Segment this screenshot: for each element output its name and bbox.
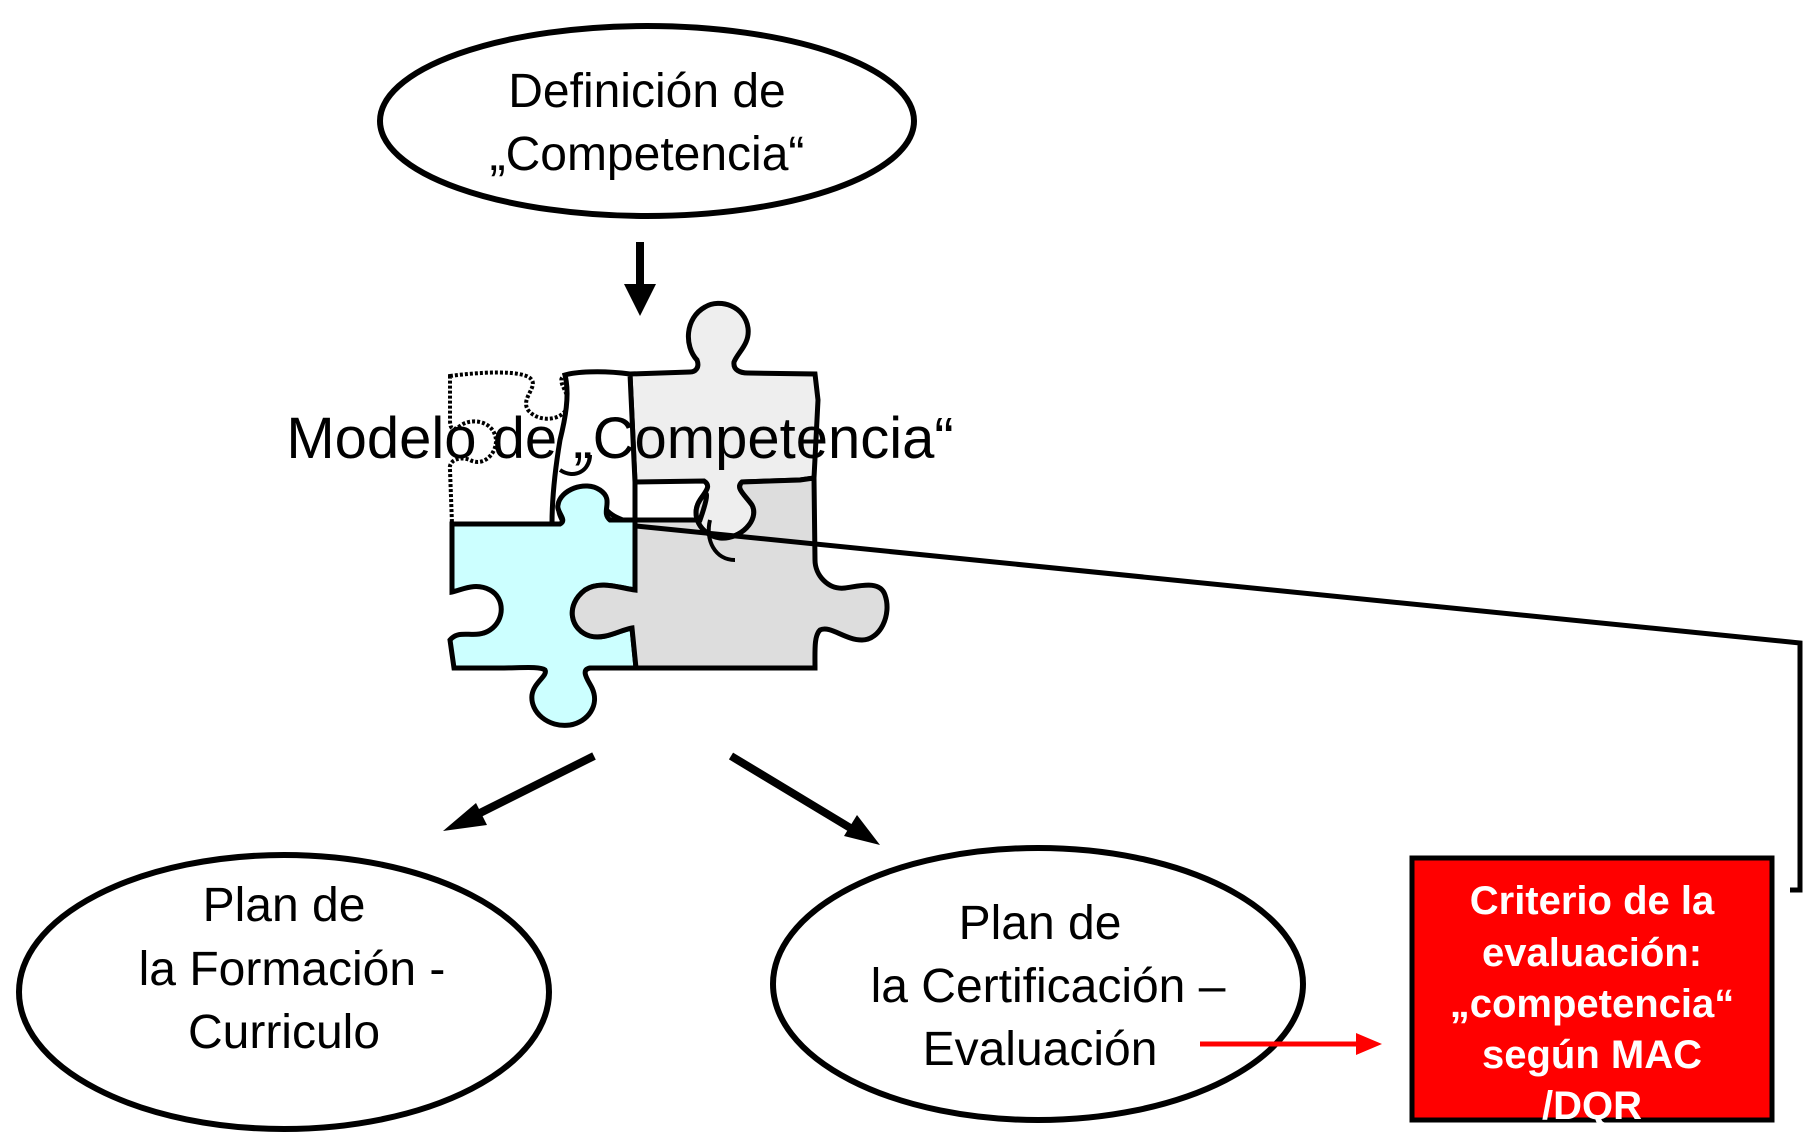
training-plan-line-1: Plan de [203, 879, 366, 932]
training-plan-line-3: Curriculo [188, 1006, 380, 1059]
arrow-definition-to-model [624, 242, 656, 316]
arrow-certification-to-criteria [1200, 1033, 1382, 1055]
training-plan-line-2: la Formación - [139, 943, 446, 996]
connector-model-to-criteria [635, 523, 1803, 893]
criteria-rect [1409, 855, 1775, 1123]
certification-plan-line-2: la Certificación – [871, 960, 1226, 1013]
criteria-line-1: Criterio de la [1470, 879, 1715, 923]
certification-plan-line-1: Plan de [959, 897, 1122, 950]
certification-plan-line-3: Evaluación [923, 1023, 1158, 1076]
arrow-model-to-training [443, 752, 596, 831]
puzzle-piece-bottom-left [447, 483, 639, 728]
criteria-line-3: „competencia“ [1450, 982, 1735, 1026]
criteria-line-4: según MAC [1482, 1033, 1702, 1077]
model-title: Modelo de „Competencia“ [286, 406, 953, 471]
definition-ellipse [377, 23, 917, 219]
training-plan-ellipse [16, 852, 552, 1132]
definition-node: Definición de „Competencia“ [377, 23, 917, 219]
arrow-model-to-certification [728, 752, 880, 845]
criteria-line-5: /DQR [1542, 1084, 1642, 1128]
definition-line-2: „Competencia“ [490, 128, 805, 181]
certification-plan-node: Plan de la Certificación – Evaluación [770, 845, 1306, 1123]
definition-line-1: Definición de [508, 65, 786, 118]
criteria-box: Criterio de la evaluación: „competencia“… [1409, 855, 1775, 1128]
criteria-line-2: evaluación: [1482, 931, 1702, 975]
certification-plan-ellipse [770, 845, 1306, 1123]
training-plan-node: Plan de la Formación - Curriculo [16, 852, 552, 1132]
puzzle-illustration [447, 300, 890, 728]
